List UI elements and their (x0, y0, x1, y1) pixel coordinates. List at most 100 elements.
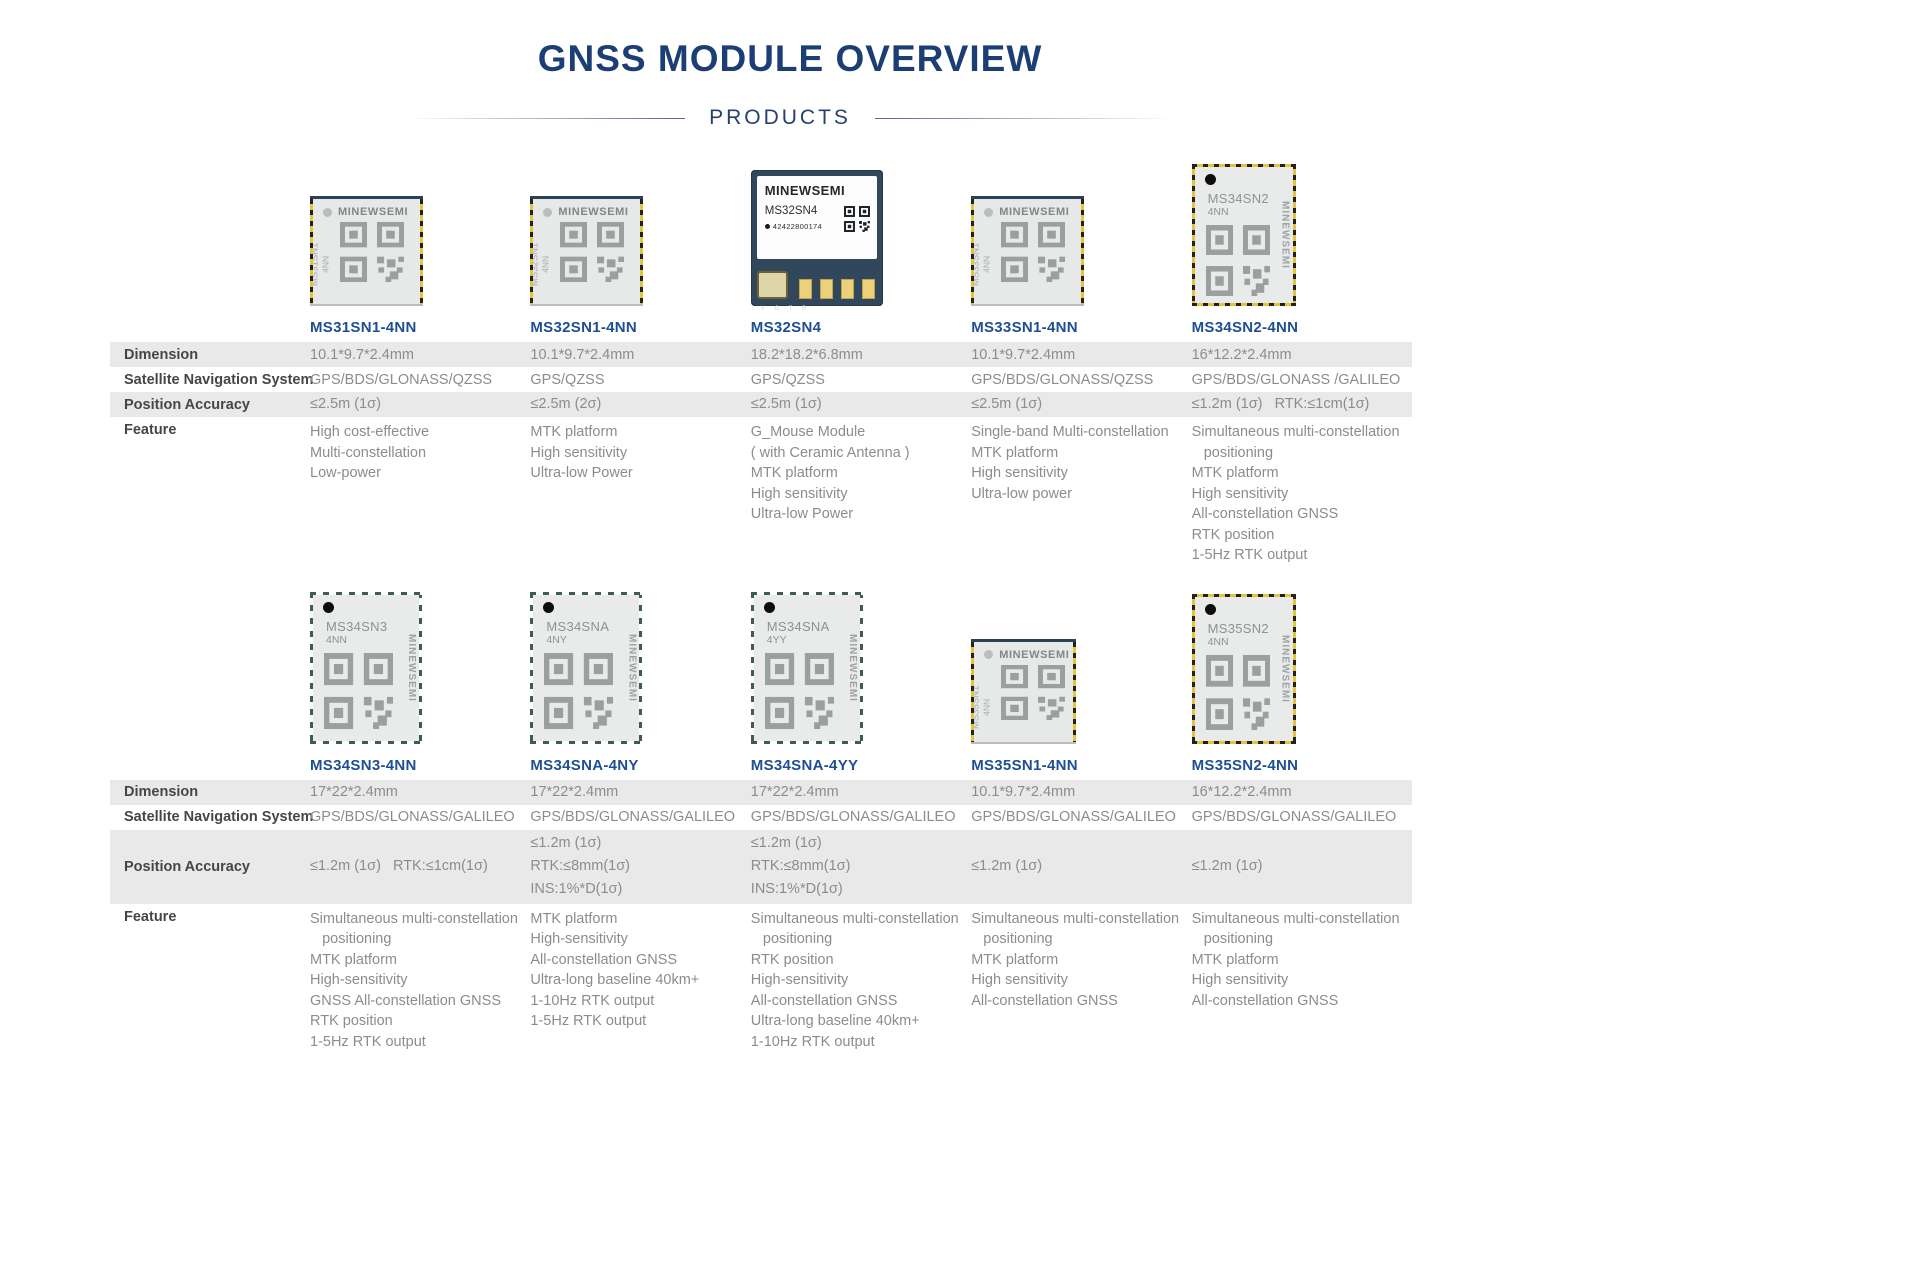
features-line: Simultaneous multi-constellation (1191, 424, 1400, 440)
product-name-link[interactable]: MS32SN1-4NN (530, 319, 638, 336)
features-line: positioning (1191, 931, 1274, 947)
product-name-link[interactable]: MS34SN3-4NN (310, 756, 417, 774)
features-line: GNSS All-constellation GNSS (310, 992, 501, 1009)
spec-value-cell: ≤2.5m (1σ) (751, 393, 971, 416)
features-line: High-sensitivity (750, 972, 849, 988)
page-title: GNSS MODULE OVERVIEW (537, 38, 1043, 79)
product-name-link[interactable]: MS32SN4 (750, 319, 822, 336)
castellated-edge (1191, 593, 1195, 744)
spec-value-cell: 10.1*9.7*2.4mm (310, 344, 530, 366)
spec-row-features: Feature Simultaneous multi-constellation … (110, 904, 1412, 1063)
features-line: MTK platform (971, 951, 1059, 968)
spec-row-label: Satellite Navigation System (124, 809, 314, 825)
features-line: 1-5Hz RTK output (1191, 547, 1308, 563)
features-line: Low-power (310, 465, 381, 481)
satnav-value: GPS/BDS/GLONASS/GALILEO (310, 809, 515, 825)
dimension-value: 10.1*9.7*2.4mm (971, 346, 1076, 363)
solder-pads (798, 279, 875, 299)
features-line: 1-10Hz RTK output (750, 1033, 875, 1050)
module-brand-text: MINEWSEMI (338, 206, 409, 218)
spec-value-cell: Simultaneous multi-constellation positio… (971, 909, 1191, 1012)
spec-value-cell: GPS/BDS/GLONASS /GALILEO (1192, 369, 1412, 391)
product-name-link[interactable]: MS31SN1-4NN (310, 319, 417, 336)
spec-value-cell: ≤2.5m (1σ) (971, 393, 1191, 416)
product-name-link[interactable]: MS34SNA-4NY (530, 756, 639, 774)
qr-code-icon (544, 652, 642, 734)
product-name-link[interactable]: MS34SN2-4NN (1191, 319, 1299, 336)
castellated-edge (310, 591, 313, 744)
accuracy-line: RTK:≤8mm(1σ) (750, 858, 851, 874)
divider-line-right (874, 117, 1175, 119)
features-line: High sensitivity (1191, 972, 1289, 988)
module-header-row: MINEWSEMI (971, 642, 1076, 663)
dimension-value: 16*12.2*2.4mm (1191, 784, 1292, 800)
satnav-value: GPS/QZSS (750, 371, 825, 388)
dimension-value: 17*22*2.4mm (530, 784, 619, 800)
pin1-dot-icon (763, 601, 775, 613)
spec-value-cell: GPS/BDS/GLONASS/GALILEO (1192, 806, 1412, 828)
dimension-value: 17*22*2.4mm (310, 784, 398, 800)
module-header-row: MINEWSEMI (971, 199, 1084, 220)
features-line: High sensitivity (1191, 485, 1289, 502)
product-name-link[interactable]: MS35SN2-4NN (1191, 756, 1299, 774)
serial-dot-icon (764, 224, 770, 229)
qr-code-icon (1205, 225, 1296, 301)
dimension-value: 10.1*9.7*2.4mm (310, 346, 414, 363)
spec-row-label: Feature (124, 908, 177, 925)
features-line: Simultaneous multi-constellation (750, 910, 959, 927)
spec-row-label: Position Accuracy (124, 396, 250, 413)
castellated-edge (750, 740, 863, 744)
features-line: MTK platform (530, 910, 618, 927)
features-line: All-constellation GNSS (1191, 506, 1339, 522)
module-chip-label: MS34SN2 (1207, 191, 1269, 206)
product-name-cell: MS35SN1-4NN (971, 757, 1191, 775)
features-line: All-constellation GNSS (750, 992, 898, 1009)
features-line: positioning (310, 931, 392, 947)
features-line: 1-5Hz RTK output (310, 1033, 426, 1050)
accuracy-line: ≤1.2m (1σ) (1191, 858, 1263, 874)
accuracy-line: ≤1.2m (1σ) (750, 835, 822, 851)
product-name-link[interactable]: MS35SN1-4NN (971, 756, 1078, 774)
product-name-link[interactable]: MS33SN1-4NN (971, 319, 1078, 336)
features-line: High sensitivity (750, 485, 848, 502)
features-line: ( with Ceramic Antenna ) (750, 444, 910, 461)
accuracy-line: ≤2.5m (1σ) (971, 396, 1043, 412)
castellated-edge (310, 591, 422, 595)
product-name-link[interactable]: MS34SNA-4YY (750, 756, 859, 774)
solder-pad (798, 279, 812, 299)
castellated-edge (530, 740, 643, 744)
antenna-connector (756, 271, 788, 299)
castellated-edge (310, 740, 422, 744)
features-line: G_Mouse Module (750, 424, 866, 440)
features-line: positioning (1191, 444, 1274, 461)
features-line: All-constellation GNSS (971, 992, 1118, 1009)
label-spacer-cell (110, 319, 310, 337)
accuracy-line: ≤1.2m (1σ) RTK:≤1cm(1σ) (1191, 396, 1370, 412)
spec-value-cell: 10.1*9.7*2.4mm (530, 344, 750, 366)
features-line: Multi-constellation (310, 444, 427, 461)
features-line: MTK platform (971, 444, 1059, 461)
module-chip-sublabel: 4NN (540, 255, 551, 273)
spec-value-cell: Simultaneous multi-constellation positio… (751, 909, 971, 1053)
castellated-edge (530, 591, 534, 744)
castellated-edge (1191, 593, 1296, 597)
